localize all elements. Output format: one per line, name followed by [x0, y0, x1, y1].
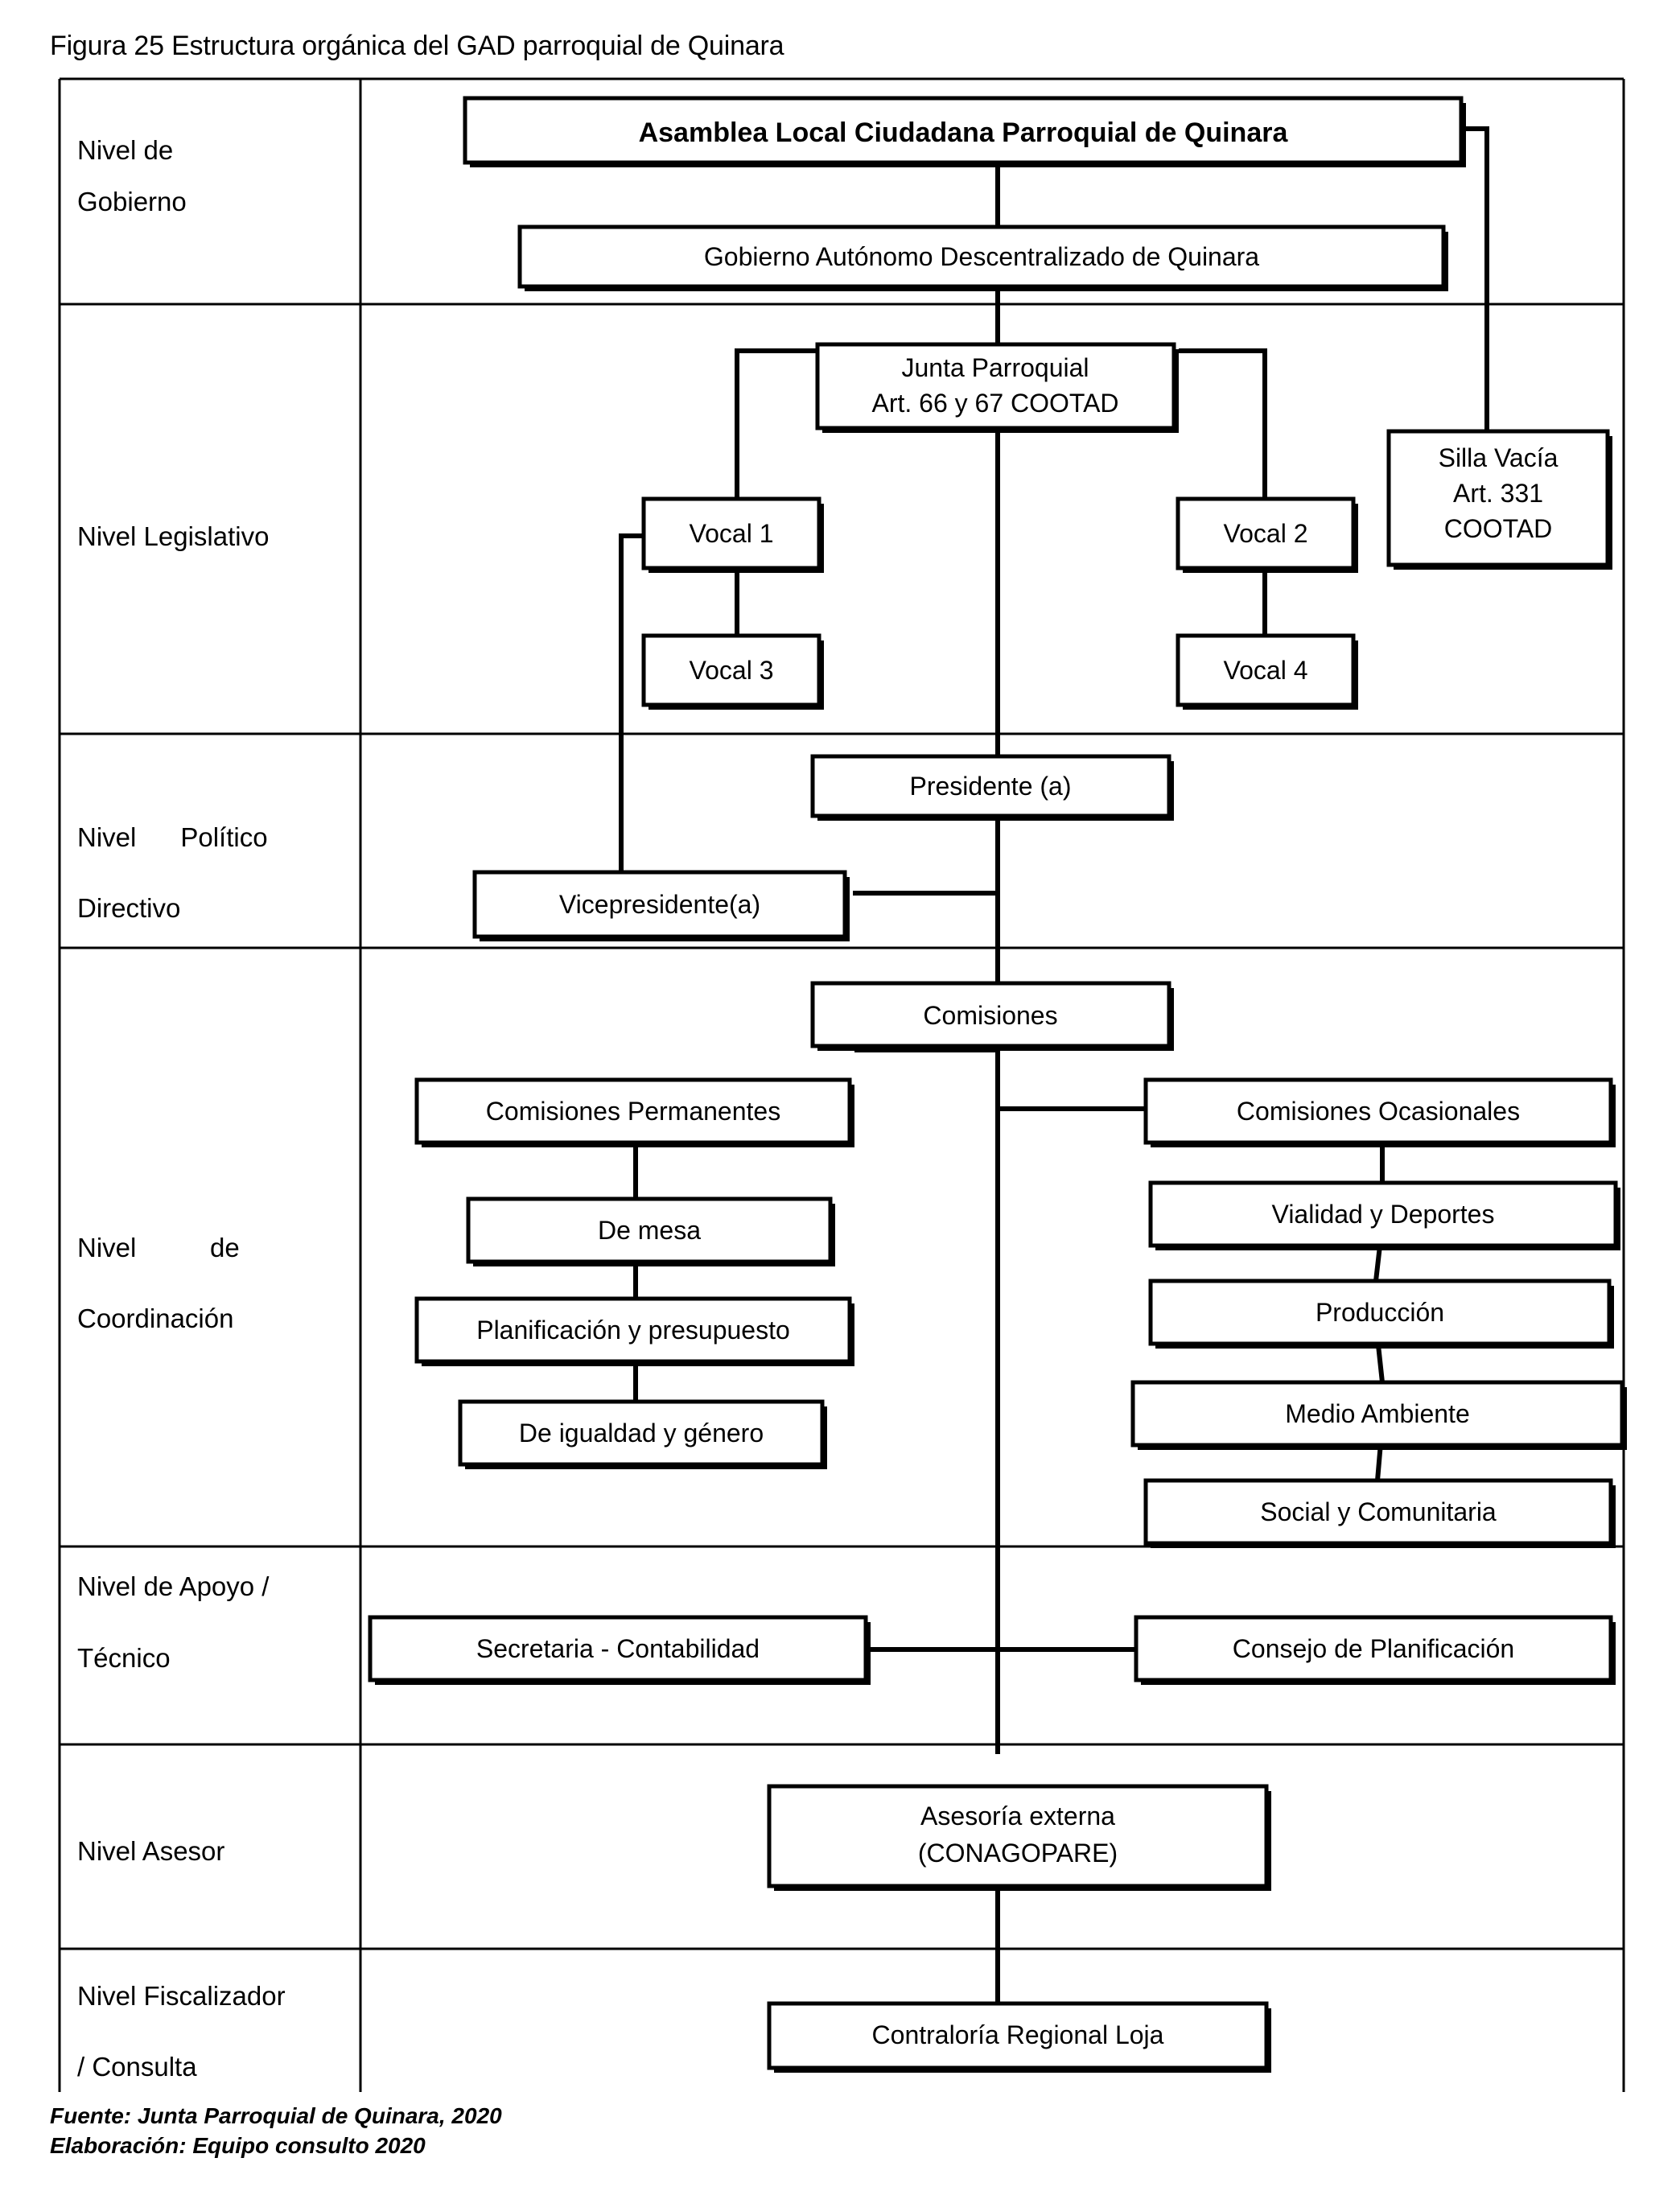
- node-vocal-4[interactable]: Vocal 4: [1176, 633, 1358, 710]
- node-label: Vocal 4: [1224, 656, 1308, 685]
- node-label: De mesa: [598, 1216, 701, 1245]
- node-label: Junta Parroquial: [901, 353, 1089, 382]
- node-planificacion-presupuesto[interactable]: Planificación y presupuesto: [414, 1296, 854, 1366]
- level-label-line: Técnico: [77, 1643, 171, 1673]
- node-vocal-1[interactable]: Vocal 1: [641, 496, 824, 573]
- level-label-line: Coordinación: [77, 1303, 233, 1333]
- node-vocal-3[interactable]: Vocal 3: [641, 633, 824, 710]
- node-label: Planificación y presupuesto: [476, 1316, 790, 1345]
- level-grid: [58, 77, 1625, 2092]
- footer-elaboration: Elaboración: Equipo consulto 2020: [50, 2132, 426, 2158]
- node-label: Vocal 3: [690, 656, 774, 685]
- node-label: Comisiones: [923, 1001, 1057, 1030]
- node-social-comunitaria[interactable]: Social y Comunitaria: [1143, 1478, 1616, 1548]
- node-asamblea-local-ciudadana[interactable]: Asamblea Local Ciudadana Parroquial de Q…: [463, 96, 1466, 167]
- level-label-line: Nivel de Apoyo /: [77, 1571, 270, 1601]
- node-label: Medio Ambiente: [1285, 1399, 1469, 1428]
- node-label: Contraloría Regional Loja: [872, 2020, 1164, 2049]
- node-vocal-2[interactable]: Vocal 2: [1176, 496, 1358, 573]
- node-label: Vocal 1: [690, 519, 774, 548]
- level-label-line: Nivel Político: [77, 822, 268, 852]
- node-label: Comisiones Permanentes: [486, 1097, 780, 1126]
- level-label-line: Nivel de: [77, 1233, 240, 1262]
- node-consejo-planificacion[interactable]: Consejo de Planificación: [1134, 1615, 1616, 1685]
- figure-title: Figura 25 Estructura orgánica del GAD pa…: [50, 31, 784, 61]
- node-de-mesa[interactable]: De mesa: [466, 1196, 835, 1266]
- node-label: Art. 331: [1453, 479, 1543, 508]
- node-asesoria-externa[interactable]: Asesoría externa (CONAGOPARE): [767, 1784, 1271, 1891]
- org-chart: Nivel de Gobierno Nivel Legislativo Nive…: [58, 77, 1627, 2092]
- node-silla-vacia[interactable]: Silla Vacía Art. 331 COOTAD: [1386, 429, 1612, 570]
- node-secretaria-contabilidad[interactable]: Secretaria - Contabilidad: [368, 1615, 871, 1685]
- figure-footer: Fuente: Junta Parroquial de Quinara, 202…: [50, 2102, 502, 2161]
- level-label-politico-directivo: Nivel Político Directivo: [77, 822, 268, 923]
- node-medio-ambiente[interactable]: Medio Ambiente: [1130, 1380, 1627, 1450]
- level-label-apoyo-tecnico: Nivel de Apoyo / Técnico: [77, 1571, 270, 1673]
- node-gad-quinara[interactable]: Gobierno Autónomo Descentralizado de Qui…: [517, 224, 1448, 291]
- node-label: Vialidad y Deportes: [1272, 1200, 1495, 1229]
- level-label-line: Nivel Legislativo: [77, 521, 269, 551]
- node-label: Consejo de Planificación: [1233, 1634, 1514, 1663]
- node-label: Vocal 2: [1224, 519, 1308, 548]
- node-label: Producción: [1316, 1298, 1444, 1327]
- node-junta-parroquial[interactable]: Junta Parroquial Art. 66 y 67 COOTAD: [815, 342, 1179, 433]
- node-label: Silla Vacía: [1439, 443, 1559, 472]
- node-contraloria-regional-loja[interactable]: Contraloría Regional Loja: [767, 2001, 1271, 2073]
- level-label-line: Nivel Fiscalizador: [77, 1981, 286, 2011]
- node-label: COOTAD: [1444, 514, 1553, 543]
- level-label-line: Directivo: [77, 893, 180, 923]
- node-label: (CONAGOPARE): [918, 1839, 1118, 1868]
- node-presidente[interactable]: Presidente (a): [810, 754, 1174, 821]
- node-label: Art. 66 y 67 COOTAD: [871, 389, 1118, 418]
- node-comisiones-permanentes[interactable]: Comisiones Permanentes: [414, 1077, 854, 1147]
- node-label: Gobierno Autónomo Descentralizado de Qui…: [704, 242, 1259, 271]
- node-comisiones-ocasionales[interactable]: Comisiones Ocasionales: [1143, 1077, 1616, 1147]
- level-label-line: Nivel de: [77, 135, 173, 165]
- node-label: Secretaria - Contabilidad: [476, 1634, 760, 1663]
- level-label-line: Gobierno: [77, 187, 187, 216]
- node-label: Comisiones Ocasionales: [1237, 1097, 1520, 1126]
- node-comisiones[interactable]: Comisiones: [810, 981, 1174, 1051]
- footer-source: Fuente: Junta Parroquial de Quinara, 202…: [50, 2103, 502, 2128]
- node-label: Asesoría externa: [920, 1802, 1115, 1831]
- node-igualdad-genero[interactable]: De igualdad y género: [458, 1399, 827, 1469]
- node-label: Social y Comunitaria: [1260, 1497, 1497, 1526]
- node-label: Vicepresidente(a): [559, 890, 760, 919]
- level-label-line: Nivel Asesor: [77, 1836, 224, 1866]
- level-label-line: / Consulta: [77, 2052, 197, 2082]
- node-produccion[interactable]: Producción: [1148, 1279, 1614, 1349]
- level-label-coordinacion: Nivel de Coordinación: [77, 1233, 240, 1333]
- level-label-asesor: Nivel Asesor: [77, 1836, 224, 1866]
- node-vicepresidente[interactable]: Vicepresidente(a): [472, 870, 850, 941]
- level-label-fiscalizador: Nivel Fiscalizador / Consulta: [77, 1981, 286, 2082]
- node-label: Asamblea Local Ciudadana Parroquial de Q…: [639, 117, 1289, 148]
- node-vialidad-deportes[interactable]: Vialidad y Deportes: [1148, 1180, 1620, 1250]
- level-label-legislativo: Nivel Legislativo: [77, 521, 269, 551]
- node-label: De igualdad y género: [519, 1419, 764, 1448]
- level-label-gobierno: Nivel de Gobierno: [77, 135, 187, 216]
- node-label: Presidente (a): [910, 772, 1072, 801]
